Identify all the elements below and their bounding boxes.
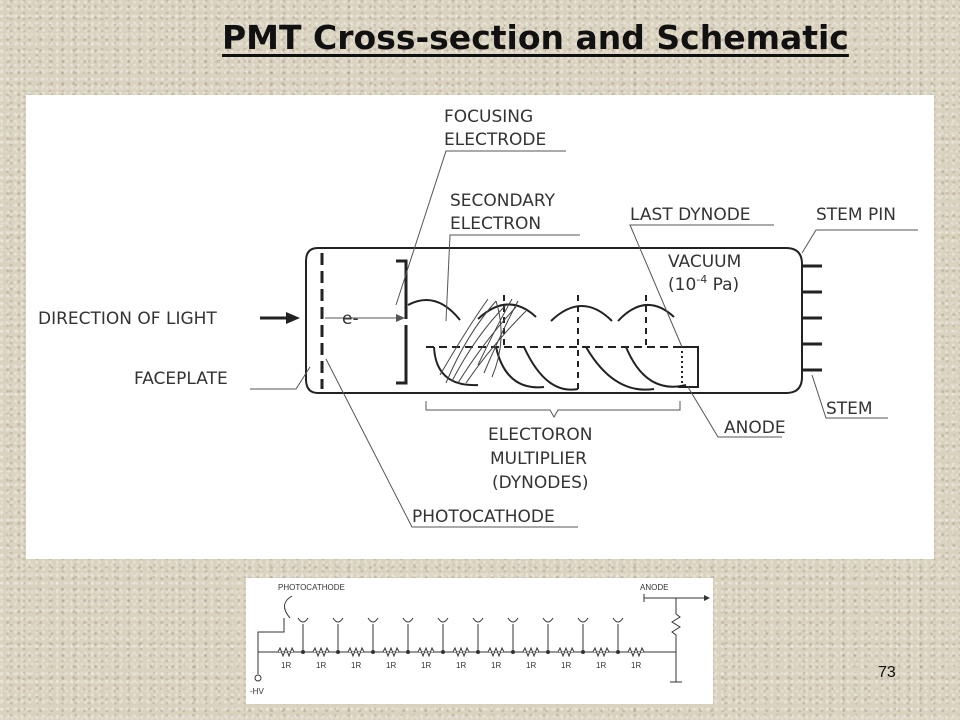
- resistor: [417, 646, 435, 658]
- schematic-hv-label: -HV: [250, 687, 264, 696]
- junction-dot: [371, 650, 375, 654]
- junction-dot: [616, 650, 620, 654]
- junction-dot: [301, 650, 305, 654]
- schematic-anode-label: ANODE: [640, 583, 668, 592]
- label-secondary-electron-1: SECONDARY: [450, 191, 556, 211]
- resistor-label: 1R: [491, 661, 501, 670]
- label-vacuum: VACUUM: [668, 252, 741, 272]
- label-photocathode: PHOTOCATHODE: [412, 507, 555, 527]
- label-faceplate: FACEPLATE: [134, 369, 228, 389]
- label-multiplier-2: MULTIPLIER: [490, 449, 587, 469]
- label-stem: STEM: [826, 399, 873, 419]
- label-secondary-electron-2: ELECTRON: [450, 214, 541, 234]
- label-multiplier-1: ELECTORON: [488, 425, 593, 445]
- label-focusing-electrode-1: FOCUSING: [444, 107, 533, 127]
- resistor-label: 1R: [526, 661, 536, 670]
- junction-dot: [406, 650, 410, 654]
- dynode-2: [433, 346, 479, 387]
- dynode-stub: [297, 617, 309, 652]
- resistor: [627, 646, 645, 658]
- dynode-4: [495, 346, 545, 389]
- resistor: [382, 646, 400, 658]
- dynode-9: [625, 346, 687, 388]
- dynode-6: [523, 346, 579, 391]
- resistor: [312, 646, 330, 658]
- dynode-3: [477, 303, 537, 320]
- dynode-stub: [332, 617, 344, 652]
- label-electron: e-: [342, 309, 359, 329]
- dynode-stub: [472, 617, 484, 652]
- schematic-photocathode-label: PHOTOCATHODE: [278, 583, 345, 592]
- dynode-stub: [402, 617, 414, 652]
- dynode-stub: [437, 617, 449, 652]
- junction-dot: [546, 650, 550, 654]
- resistor: [347, 646, 365, 658]
- junction-dot: [511, 650, 515, 654]
- label-multiplier-3: (DYNODES): [492, 473, 589, 493]
- junction-dot: [476, 650, 480, 654]
- junction-dot: [581, 650, 585, 654]
- resistor: [522, 646, 540, 658]
- resistor-label: 1R: [631, 661, 641, 670]
- resistor: [592, 646, 610, 658]
- label-vacuum-pressure: (10-4 Pa): [668, 273, 739, 295]
- schematic-photocathode: [284, 595, 293, 619]
- resistor-label: 1R: [281, 661, 291, 670]
- focusing-electrode: [396, 259, 408, 309]
- label-anode: ANODE: [724, 418, 786, 438]
- resistor-label: 1R: [386, 661, 396, 670]
- dynode-stub: [367, 617, 379, 652]
- dynode-5: [550, 305, 613, 322]
- resistor-label: 1R: [561, 661, 571, 670]
- resistor: [557, 646, 575, 658]
- resistor: [452, 646, 470, 658]
- dynode-8: [585, 346, 655, 391]
- resistor-label: 1R: [316, 661, 326, 670]
- label-focusing-electrode-2: ELECTRODE: [444, 130, 546, 150]
- resistor-label: 1R: [421, 661, 431, 670]
- junction-dot: [441, 650, 445, 654]
- dynode-stub: [577, 617, 589, 652]
- pmt-voltage-divider-schematic: PHOTOCATHODE ANODE -HV 1R 1R 1R 1R 1R 1R 1R 1R 1…: [246, 578, 713, 704]
- junction-dot: [336, 650, 340, 654]
- resistor-label: 1R: [351, 661, 361, 670]
- pmt-cross-section-diagram: FOCUSING ELECTRODE SECONDARY ELECTRON LA…: [26, 95, 934, 559]
- dynode-stub: [542, 617, 554, 652]
- label-stem-pin: STEM PIN: [816, 205, 896, 225]
- dynode-7: [617, 303, 675, 322]
- dynode-1: [407, 299, 461, 321]
- resistor: [487, 646, 505, 658]
- label-direction-of-light: DIRECTION OF LIGHT: [38, 309, 217, 329]
- resistor-label: 1R: [596, 661, 606, 670]
- dynode-stub: [507, 617, 519, 652]
- resistor-label: 1R: [456, 661, 466, 670]
- dynode-stub: [612, 617, 624, 652]
- tube-envelope: [305, 247, 803, 394]
- label-last-dynode: LAST DYNODE: [630, 205, 751, 225]
- resistor: [277, 646, 295, 658]
- page-number: 73: [878, 664, 896, 681]
- slide-title: PMT Cross-section and Schematic: [222, 18, 849, 57]
